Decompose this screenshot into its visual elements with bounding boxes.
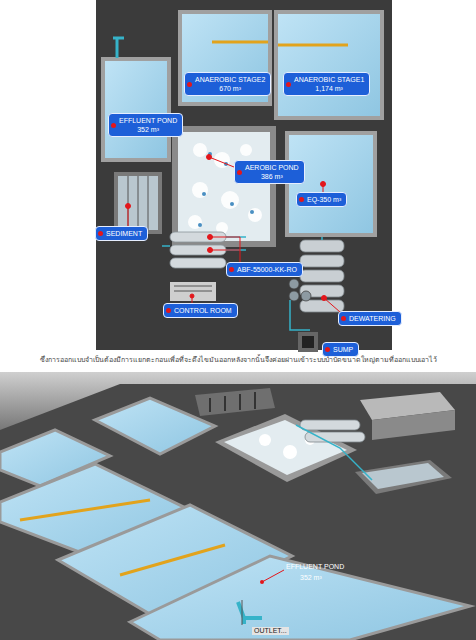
callout-label: EFFLUENT POND (286, 563, 344, 571)
pond-label: ANAEROBIC STAGE2670 m³ (184, 72, 271, 96)
label-text: SUMP (333, 345, 353, 354)
label-text: 386 m³ (245, 172, 299, 181)
label-text: 352 m³ (119, 125, 177, 134)
pond-label: SUMP (322, 342, 359, 357)
label-text: ANAEROBIC STAGE1 (294, 75, 364, 84)
label-text: AEROBIC POND (245, 163, 299, 172)
label-text: DEWATERING (349, 314, 396, 323)
pond-label: ABF-55000-KK-RO (226, 262, 303, 277)
label-text: 670 m³ (195, 84, 265, 93)
callout-label: 352 m³ (300, 574, 322, 582)
label-text: ANAEROBIC STAGE2 (195, 75, 265, 84)
pond-label: EFFLUENT POND352 m³ (108, 113, 183, 137)
pond-label: EQ-350 m³ (296, 192, 347, 207)
pond-label: ANAEROBIC STAGE11,174 m³ (283, 72, 370, 96)
caption: ซึ่งการออกแบบจำเป็นต้องมีการแยกตะกอนเพื่… (18, 356, 458, 365)
label-text: ABF-55000-KK-RO (237, 265, 297, 274)
pond-label: SEDIMENT (95, 226, 148, 241)
pond-label: DEWATERING (338, 311, 402, 326)
label-text: EFFLUENT POND (119, 116, 177, 125)
pond-label: CONTROL ROOM (163, 303, 238, 318)
label-text: CONTROL ROOM (174, 306, 232, 315)
callout-label: OUTLET... (252, 627, 289, 635)
label-text: EQ-350 m³ (307, 195, 341, 204)
label-text: 1,174 m³ (294, 84, 364, 93)
label-text: SEDIMENT (106, 229, 142, 238)
pond-label: AEROBIC POND386 m³ (234, 160, 305, 184)
